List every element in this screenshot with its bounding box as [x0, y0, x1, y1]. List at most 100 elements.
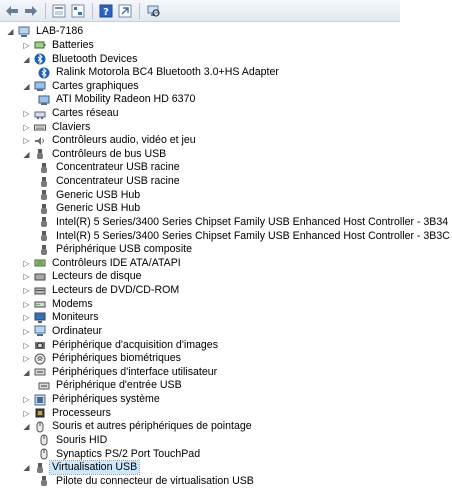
battery-icon — [34, 39, 46, 51]
properties-icon[interactable] — [50, 2, 68, 20]
category-row[interactable]: ▷ Batteries — [22, 39, 96, 53]
category-label: Batteries — [52, 38, 94, 51]
expand-arrow-icon[interactable]: ▷ — [23, 122, 30, 132]
expand-arrow-icon[interactable]: ▷ — [23, 408, 30, 418]
tree-root-row[interactable]: ◢ LAB-7186 — [6, 25, 85, 39]
category-row[interactable]: ▷Contrôleurs audio, vidéo et jeu — [22, 134, 198, 148]
device-label: Souris HID — [56, 433, 108, 446]
expand-arrow-icon[interactable]: ▷ — [23, 272, 30, 282]
toolbar-separator — [139, 2, 140, 19]
category-label: Lecteurs de DVD/CD-ROM — [52, 284, 180, 297]
usb-icon — [38, 216, 50, 228]
system-device-icon — [34, 394, 46, 406]
help-icon[interactable]: ? — [97, 2, 115, 20]
category-row[interactable]: ◢Cartes graphiques — [22, 79, 141, 93]
category-row[interactable]: ▷ Moniteurs — [22, 311, 101, 325]
category-label: Ordinateur — [52, 324, 103, 337]
biometric-icon — [34, 353, 46, 365]
collapse-arrow-icon[interactable]: ◢ — [23, 149, 30, 159]
category-label: Processeurs — [52, 406, 111, 419]
category-row[interactable]: ▷ Modems — [22, 297, 95, 311]
keyboard-icon — [34, 121, 46, 133]
collapse-arrow-icon[interactable]: ◢ — [23, 54, 30, 64]
mouse-icon — [38, 434, 50, 446]
device-label: Generic USB Hub — [56, 188, 141, 201]
collapse-arrow-icon[interactable]: ◢ — [23, 422, 30, 432]
device-label: Périphérique d'entrée USB — [56, 379, 182, 392]
expand-arrow-icon[interactable]: ▷ — [23, 340, 30, 350]
category-row[interactable]: ▷ Périphériques biométriques — [22, 352, 183, 366]
expand-arrow-icon[interactable]: ▷ — [23, 326, 30, 336]
device-row[interactable]: Périphérique d'entrée USB — [38, 379, 184, 393]
mouse-icon — [38, 448, 50, 460]
category-row[interactable]: ◢Virtualisation USB — [22, 460, 141, 476]
device-row[interactable]: Generic USB Hub — [38, 188, 142, 202]
expand-arrow-icon[interactable]: ▷ — [23, 109, 30, 119]
expand-arrow-icon[interactable]: ▷ — [23, 299, 30, 309]
device-label: Generic USB Hub — [56, 202, 141, 215]
device-row[interactable]: Souris HID — [38, 434, 109, 448]
processor-icon — [34, 407, 46, 419]
audio-icon — [34, 135, 46, 147]
category-row[interactable]: ◢ Bluetooth Devices — [22, 52, 139, 66]
category-row[interactable]: ◢ Contrôleurs de bus USB — [22, 148, 168, 162]
expand-arrow-icon[interactable]: ▷ — [23, 136, 30, 146]
expand-arrow-icon[interactable]: ▷ — [23, 313, 30, 323]
category-row[interactable]: ▷Contrôleurs IDE ATA/ATAPI — [22, 257, 183, 271]
category-row[interactable]: ◢Souris et autres périphériques de point… — [22, 420, 254, 434]
bluetooth-icon — [34, 53, 46, 65]
category-label: Périphériques d'interface utilisateur — [52, 365, 218, 378]
collapse-arrow-icon[interactable]: ◢ — [23, 367, 30, 377]
device-row[interactable]: Concentrateur USB racine — [38, 175, 182, 189]
usb-icon — [34, 462, 46, 474]
device-row[interactable]: Generic USB Hub — [38, 202, 142, 216]
collapse-arrow-icon[interactable]: ◢ — [23, 463, 30, 473]
category-row[interactable]: ▷ Lecteurs de DVD/CD-ROM — [22, 284, 181, 298]
category-label: Moniteurs — [52, 311, 99, 324]
device-row[interactable]: Ralink Motorola BC4 Bluetooth 3.0+HS Ada… — [38, 66, 281, 80]
device-row[interactable]: Concentrateur USB racine — [38, 161, 182, 175]
computer-icon — [18, 26, 30, 38]
scan-hardware-icon[interactable] — [144, 2, 162, 20]
device-row[interactable]: Intel(R) 5 Series/3400 Series Chipset Fa… — [38, 216, 450, 230]
forward-arrow-icon[interactable] — [22, 2, 40, 20]
device-row[interactable]: Périphérique USB composite — [38, 243, 194, 257]
category-row[interactable]: ▷ Processeurs — [22, 406, 113, 420]
category-label: Claviers — [52, 120, 91, 133]
category-row[interactable]: ◢ Périphériques d'interface utilisateur — [22, 366, 219, 380]
ide-icon — [34, 257, 46, 269]
collapse-arrow-icon[interactable]: ◢ — [7, 27, 14, 37]
category-label: Périphériques biométriques — [52, 352, 181, 365]
expand-arrow-icon[interactable]: ▷ — [23, 258, 30, 268]
device-row[interactable]: ATI Mobility Radeon HD 6370 — [38, 93, 197, 107]
collapse-arrow-icon[interactable]: ◢ — [23, 81, 30, 91]
category-row[interactable]: ▷Périphérique d'acquisition d'images — [22, 338, 220, 352]
hid-icon — [38, 380, 50, 392]
category-label: Modems — [52, 297, 93, 310]
disk-drive-icon — [34, 271, 46, 283]
device-label: Intel(R) 5 Series/3400 Series Chipset Fa… — [56, 215, 449, 228]
device-row[interactable]: Synaptics PS/2 Port TouchPad — [38, 447, 202, 461]
tree-view-icon[interactable] — [69, 2, 87, 20]
usb-icon — [38, 475, 50, 487]
network-icon — [34, 108, 46, 120]
category-row[interactable]: ▷ Ordinateur — [22, 325, 104, 339]
dvd-drive-icon — [34, 285, 46, 297]
update-driver-icon[interactable] — [116, 2, 134, 20]
category-label: Bluetooth Devices — [52, 52, 138, 65]
device-row[interactable]: Intel(R) 5 Series/3400 Series Chipset Fa… — [38, 229, 452, 243]
category-row[interactable]: ▷Périphériques système — [22, 393, 162, 407]
expand-arrow-icon[interactable]: ▷ — [23, 354, 30, 364]
expand-arrow-icon[interactable]: ▷ — [23, 40, 30, 50]
device-label: Ralink Motorola BC4 Bluetooth 3.0+HS Ada… — [56, 66, 279, 79]
device-row[interactable]: Pilote du connecteur de virtualisation U… — [38, 474, 256, 488]
category-row[interactable]: ▷Cartes réseau — [22, 107, 121, 121]
mouse-icon — [34, 421, 46, 433]
usb-icon — [38, 162, 50, 174]
category-label: Contrôleurs de bus USB — [52, 147, 167, 160]
category-row[interactable]: ▷Lecteurs de disque — [22, 270, 144, 284]
back-arrow-icon[interactable] — [3, 2, 21, 20]
expand-arrow-icon[interactable]: ▷ — [23, 395, 30, 405]
category-row[interactable]: ▷ Claviers — [22, 120, 92, 134]
expand-arrow-icon[interactable]: ▷ — [23, 286, 30, 296]
